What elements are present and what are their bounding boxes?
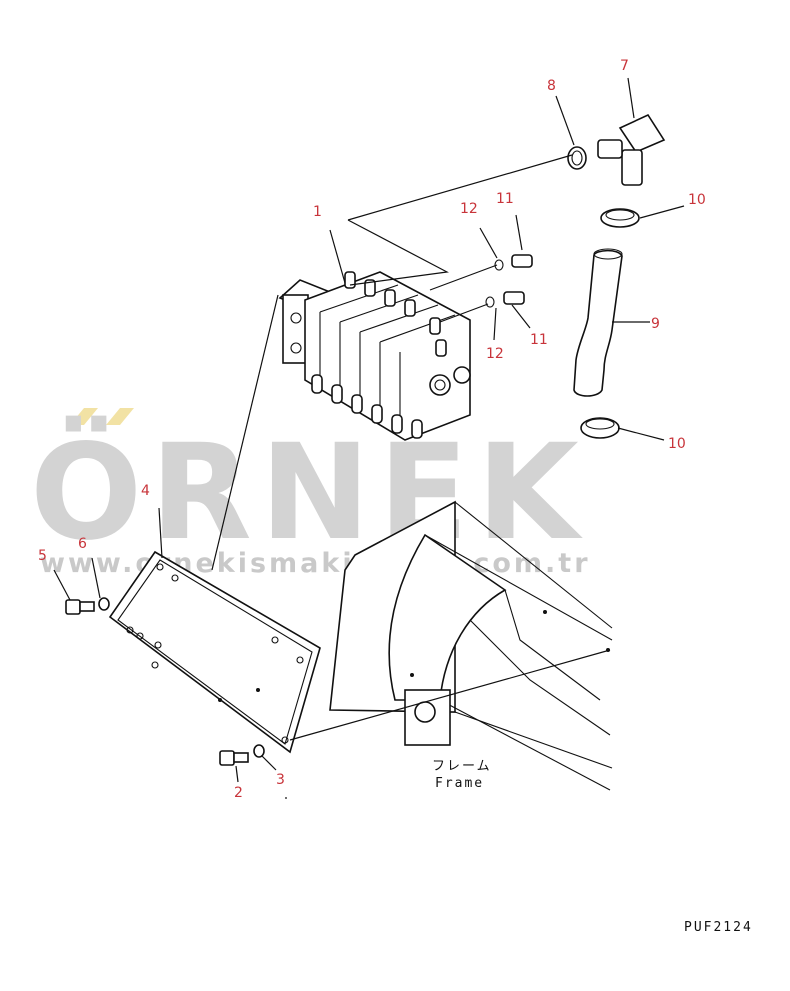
- frame-label-jp: フレーム: [432, 759, 492, 774]
- watermark-accent-right: [106, 408, 134, 425]
- callout-3: 3: [276, 772, 285, 788]
- small-parts: [65, 113, 666, 766]
- callout-2: 2: [234, 785, 243, 801]
- watermark-url: www.ornekismakinalari.com.tr: [40, 548, 591, 579]
- callout-10-bottom: 10: [668, 436, 686, 452]
- control-valve: [278, 271, 471, 441]
- callout-5: 5: [38, 548, 47, 564]
- callout-11-bottom: 11: [530, 332, 548, 348]
- frame-assembly: フレーム Frame: [329, 500, 613, 791]
- callout-4: 4: [141, 483, 150, 499]
- callout-8: 8: [547, 78, 556, 94]
- callout-12-bottom: 12: [486, 346, 504, 362]
- callout-9: 9: [651, 316, 660, 332]
- callout-6: 6: [78, 536, 87, 552]
- callout-11-top: 11: [496, 191, 514, 207]
- watermark-accent-left: [70, 408, 98, 425]
- watermark-brand: ÖRNEK: [30, 416, 587, 570]
- callout-1: 1: [313, 204, 322, 220]
- frame-label-en: Frame: [435, 776, 484, 791]
- watermark: ÖRNEK www.ornekismakinalari.com.tr: [30, 408, 591, 579]
- callout-12-top: 12: [460, 201, 478, 217]
- callouts: 1 2 3 4 5 6 7 8 9 10 10 11 11 12 12: [38, 58, 706, 801]
- callout-7: 7: [620, 58, 629, 74]
- bracket-plate: [108, 550, 321, 754]
- leader-lines: [53, 77, 685, 799]
- drawing-code: PUF2124: [684, 920, 753, 935]
- callout-10-top: 10: [688, 192, 706, 208]
